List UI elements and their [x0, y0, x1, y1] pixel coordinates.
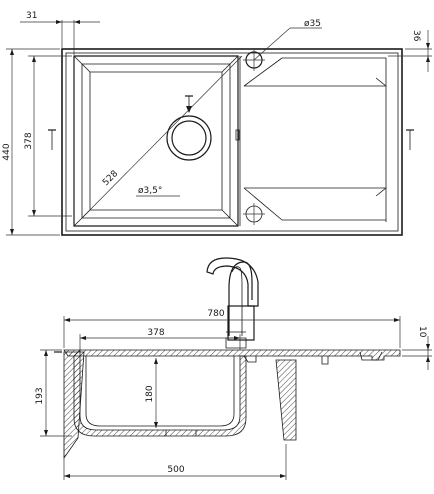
section-marker-left: [48, 129, 56, 150]
bowl-width-label: 378: [147, 328, 164, 338]
bowl-height-label: 180: [145, 385, 155, 402]
drain: [166, 115, 212, 161]
section-marker-right: [406, 129, 414, 150]
faucet: [206, 257, 259, 349]
drain-angle-label: ø3,5°: [138, 186, 162, 196]
bowl-depth-label: 378: [24, 132, 34, 149]
drain-marker: [185, 95, 193, 113]
total-height-label: 193: [35, 387, 45, 404]
overall-depth-label: 440: [2, 143, 12, 160]
side-view: 780 378 10 193 180 500: [35, 257, 432, 480]
rim-height-label: 10: [417, 326, 427, 338]
sink-outline: [61, 48, 403, 236]
tap-hole-bottom: [243, 203, 265, 225]
offset-left-label: 31: [26, 11, 37, 21]
overall-width-label: 780: [207, 309, 224, 319]
countertop: [54, 351, 297, 460]
bowl-outline: [73, 55, 239, 227]
bowl-diagonal-label: 528: [101, 169, 120, 188]
sink-rim: [63, 349, 401, 365]
bowl-section: [73, 349, 247, 437]
drainer-board: [235, 56, 387, 226]
sink-inner-rim: [65, 52, 399, 232]
offset-top-label: 36: [411, 30, 421, 42]
top-view: 528 ø3,5°: [2, 11, 432, 236]
tap-hole-diameter-label: ø35: [304, 19, 321, 29]
diagonal-dimension-line: [81, 55, 243, 219]
cabinet-width-label: 500: [167, 465, 184, 475]
